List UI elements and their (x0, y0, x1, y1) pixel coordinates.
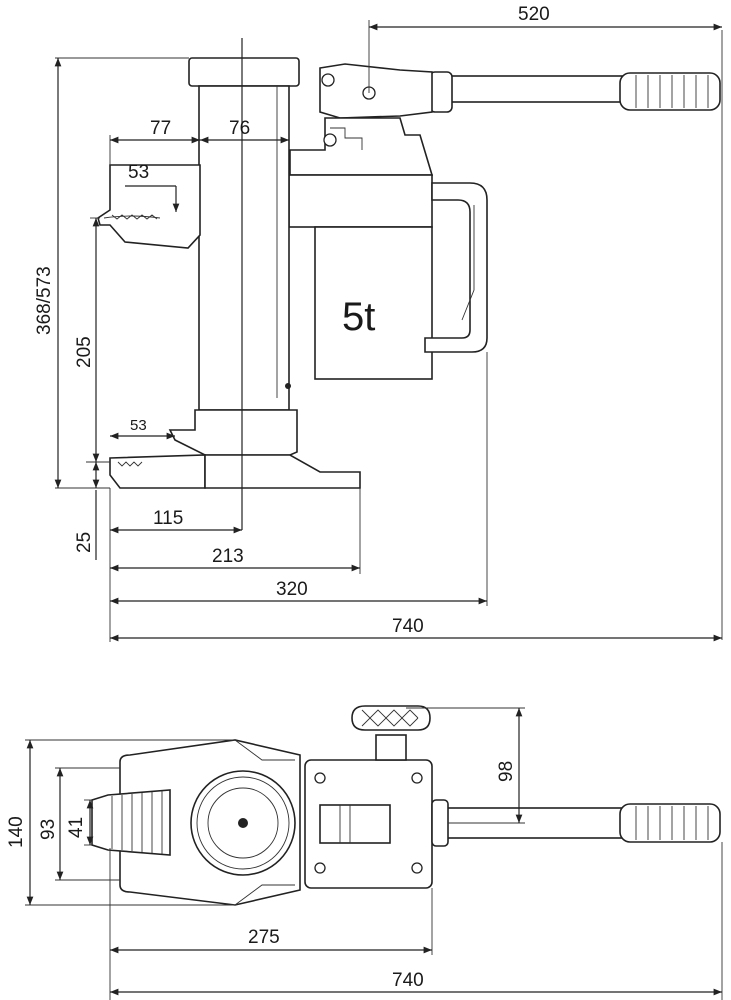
reservoir (314, 226, 433, 380)
dim-77: 77 (150, 118, 171, 139)
top-toe (91, 789, 171, 856)
dim-213: 213 (212, 546, 244, 567)
top-view: 98 140 93 41 275 740 (6, 705, 723, 1000)
toe (109, 454, 206, 489)
ram-center (238, 818, 248, 828)
dim-520: 520 (518, 4, 550, 25)
ram-cap (188, 57, 300, 87)
valve-stem (375, 734, 407, 761)
carry-handle (424, 182, 488, 353)
pump-body (288, 174, 433, 228)
pump-head (289, 63, 434, 176)
top-pump-clevis (319, 804, 391, 844)
dim-98: 98 (496, 761, 517, 782)
dim-53-lower: 53 (130, 417, 147, 434)
capacity-label: 5t (342, 295, 375, 339)
dim-76: 76 (229, 118, 250, 139)
top-handle-grip (619, 803, 721, 843)
dim-115: 115 (153, 508, 183, 529)
dim-140: 140 (6, 816, 27, 848)
dim-368-573: 368/573 (34, 266, 55, 335)
dim-740-top: 740 (392, 970, 424, 991)
dim-275: 275 (248, 927, 280, 948)
release-valve-knob (351, 705, 431, 731)
side-view: 5t 520 77 76 53 (34, 4, 723, 642)
dim-320: 320 (276, 579, 308, 600)
dim-25: 25 (74, 532, 95, 553)
dim-53-upper: 53 (128, 162, 149, 183)
dim-93: 93 (38, 819, 59, 840)
lower-housing (168, 409, 298, 456)
dim-41: 41 (66, 817, 87, 838)
top-handle-bar (444, 807, 624, 839)
dim-740-side: 740 (392, 616, 424, 637)
dim-205: 205 (74, 336, 95, 368)
pump-handle (429, 71, 721, 113)
base-plate (204, 454, 361, 489)
